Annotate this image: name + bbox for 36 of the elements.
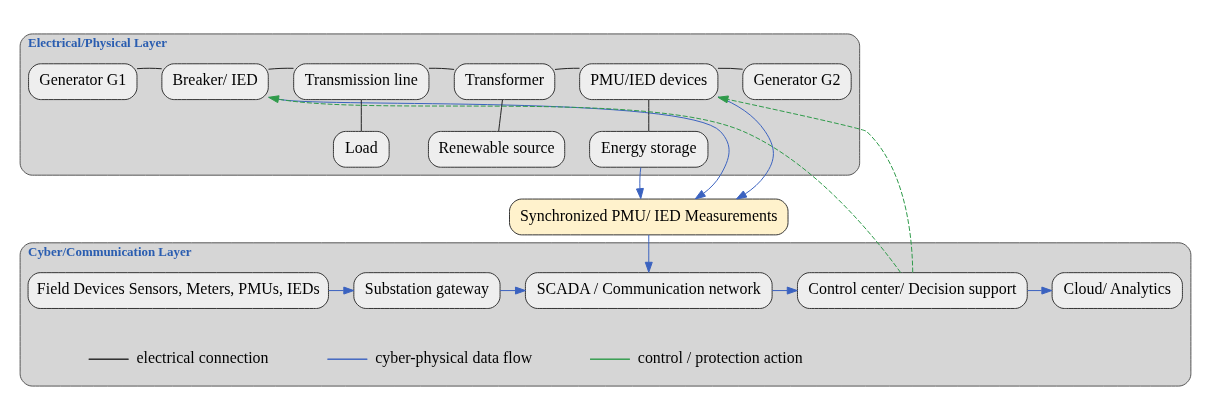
arrow	[644, 233, 653, 273]
arrow	[1027, 286, 1053, 295]
connector	[428, 67, 455, 70]
node-box: Control center/ Decision support	[797, 271, 1028, 309]
arrow	[717, 95, 774, 199]
node-box: Generator G1	[28, 62, 138, 100]
node-box: Transmission line	[293, 62, 430, 100]
node-box: Energy storage	[589, 130, 709, 168]
arrow	[717, 94, 914, 273]
legend-label: cyber-physical data flow	[375, 348, 533, 366]
legend-label: control / protection action	[637, 348, 803, 366]
arrow	[268, 94, 902, 273]
legend-label: electrical connection	[136, 348, 269, 366]
connector	[717, 67, 744, 70]
arrow	[328, 286, 355, 295]
arrow	[268, 96, 730, 199]
connector	[648, 98, 650, 131]
node-box: Synchronized PMU/ IED Measurements	[509, 198, 789, 235]
connector	[498, 98, 503, 131]
node-box: Transformer	[453, 62, 556, 100]
node-box: Renewable source	[427, 130, 566, 168]
node-box: Substation gateway	[353, 271, 501, 309]
connector	[360, 98, 362, 131]
connector	[554, 67, 580, 70]
node-box: Field Devices Sensors, Meters, PMUs, IEDs	[27, 271, 329, 309]
node-box: PMU/IED devices	[579, 62, 719, 100]
node-box: Cloud/ Analytics	[1051, 271, 1183, 309]
node-box: Breaker/ IED	[161, 62, 269, 100]
node-box: Generator G2	[742, 62, 852, 100]
node-box: SCADA / Communication network	[524, 271, 773, 309]
connector	[136, 67, 163, 69]
arrow	[499, 286, 526, 295]
arrow	[771, 286, 798, 295]
connector	[268, 67, 294, 70]
arrow	[635, 166, 644, 199]
node-box: Load	[332, 130, 390, 168]
